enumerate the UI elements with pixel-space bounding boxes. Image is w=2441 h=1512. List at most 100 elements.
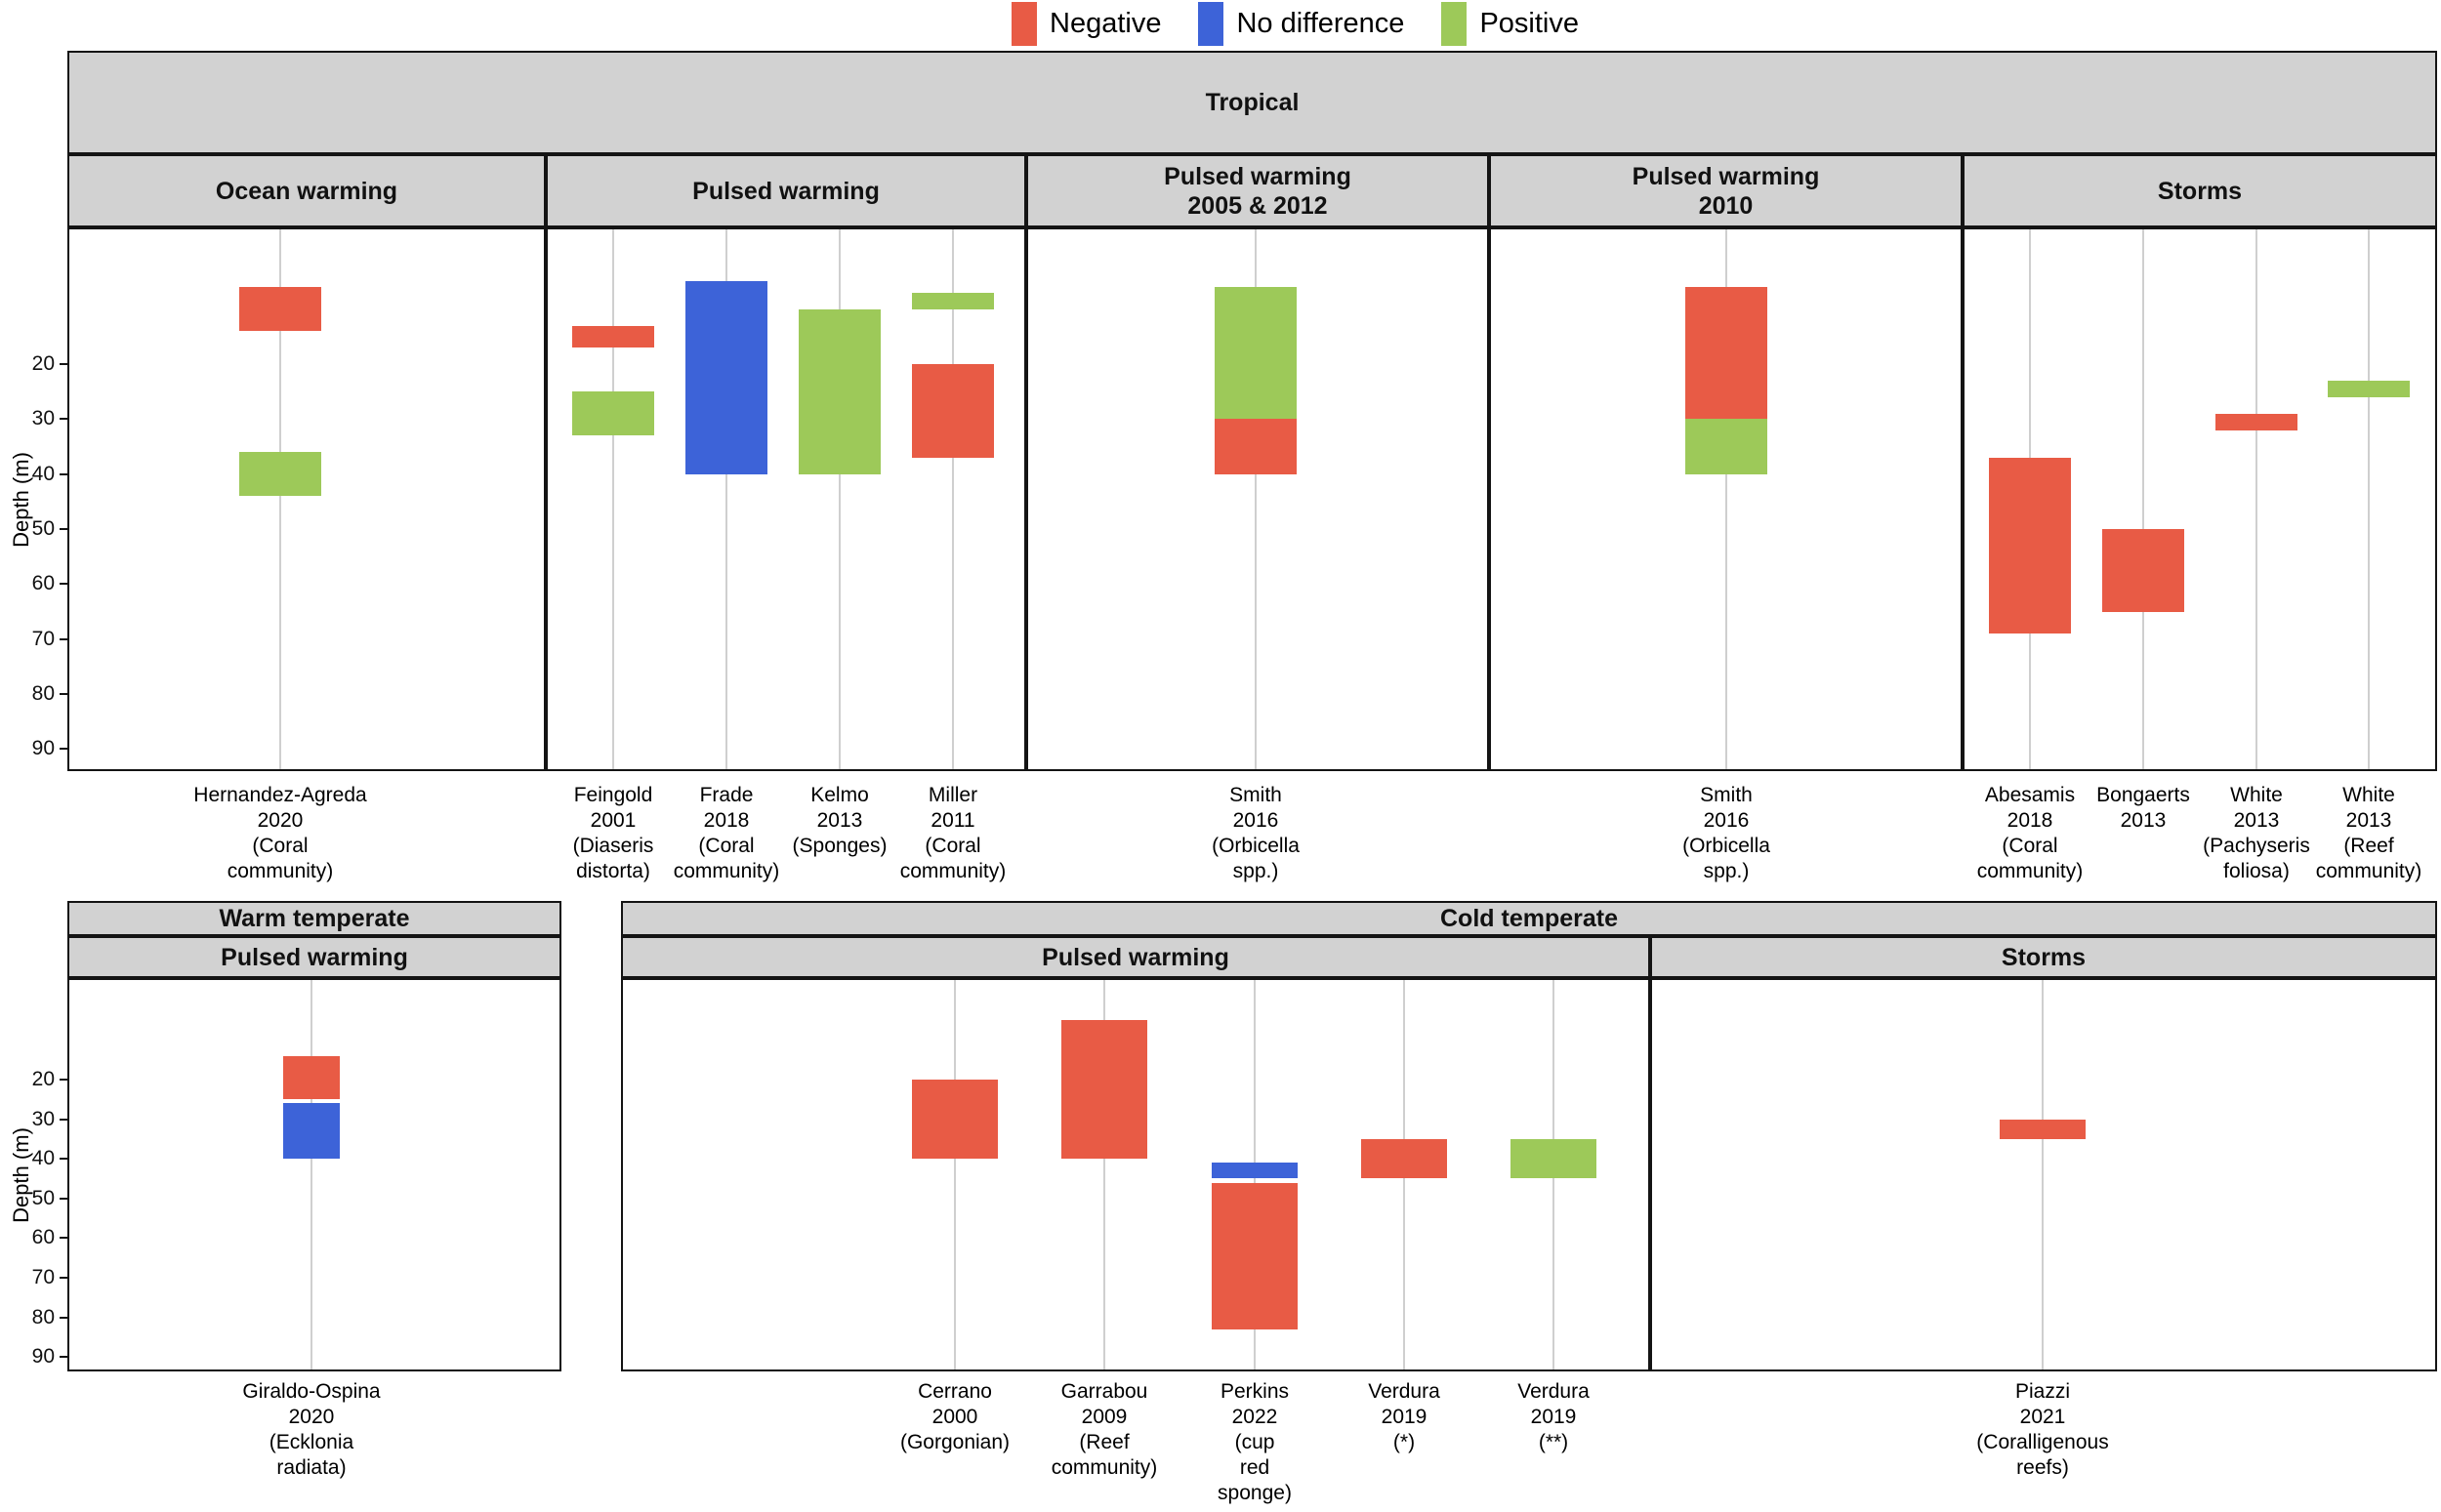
disturbance-strip-label: Ocean warming: [215, 177, 398, 205]
study-label-line: (Orbicella: [1212, 835, 1300, 857]
study-gridline: [839, 229, 841, 769]
y-tick-mark: [60, 528, 67, 531]
study-gridline: [279, 229, 281, 769]
disturbance-strip-label: Pulsed warming: [221, 943, 408, 971]
study-gridline: [725, 229, 727, 769]
study-label-line: community): [2315, 860, 2422, 882]
study-label-line: (Coral: [2002, 835, 2058, 857]
study-label-line: red: [1239, 1456, 1270, 1479]
study-gridline: [1103, 980, 1105, 1369]
study-label-line: (Coral: [252, 835, 309, 857]
depth-range-bar: [1215, 287, 1297, 420]
climate-strip: Warm temperate: [67, 901, 561, 936]
disturbance-strip-label: Pulsed warming: [1042, 943, 1229, 971]
depth-range-bar: [685, 281, 767, 474]
study-gridline: [2142, 229, 2144, 769]
y-tick-label: 70: [31, 1266, 55, 1288]
y-tick-label: 30: [31, 407, 55, 430]
y-tick-label: 30: [31, 1107, 55, 1130]
depth-range-bar: [572, 391, 654, 436]
study-label-line: (Pachyseris: [2203, 835, 2310, 857]
study-gridline: [1255, 229, 1257, 769]
climate-strip: Tropical: [67, 51, 2437, 154]
legend-swatch-icon: [1012, 2, 1037, 46]
depth-range-bar: [2328, 380, 2410, 397]
study-label-line: community): [673, 860, 780, 882]
y-tick-mark: [60, 363, 67, 365]
depth-range-bar: [1215, 419, 1297, 474]
depth-range-bar: [239, 287, 321, 332]
y-tick-label: 20: [31, 352, 55, 375]
y-tick-label: 90: [31, 737, 55, 760]
study-label-line: (Ecklonia: [269, 1431, 354, 1453]
panel: [546, 227, 1026, 771]
panel: [1963, 227, 2437, 771]
study-label-line: Verdura: [1368, 1380, 1440, 1403]
depth-range-bar: [912, 292, 994, 309]
study-label-line: 2013: [2233, 809, 2280, 832]
y-axis-title: Depth (m): [9, 1126, 33, 1223]
disturbance-strip: Ocean warming: [67, 154, 546, 227]
study-label-line: 2018: [703, 809, 750, 832]
panel: [1650, 978, 2437, 1371]
y-tick-label: 60: [31, 1226, 55, 1249]
study-label: Perkins 2022 (cup red sponge): [1218, 1379, 1292, 1506]
depth-range-bar: [283, 1103, 340, 1160]
y-tick-mark: [60, 748, 67, 751]
study-label-line: White: [2342, 784, 2395, 806]
depth-range-bar: [1989, 457, 2071, 634]
study-label-line: 2011: [931, 809, 975, 832]
study-gridline: [310, 980, 312, 1369]
y-tick-label: 70: [31, 627, 55, 650]
study-label-line: 2022: [1231, 1406, 1278, 1428]
study-label-line: 2020: [257, 809, 304, 832]
depth-range-bar: [572, 325, 654, 348]
study-label-line: 2013: [2345, 809, 2392, 832]
climate-strip-label: Warm temperate: [219, 905, 410, 932]
depth-range-bar: [1685, 287, 1767, 420]
climate-strip-label: Cold temperate: [1440, 905, 1618, 932]
y-tick-mark: [60, 1356, 67, 1359]
disturbance-strip: Pulsed warming: [621, 936, 1650, 978]
disturbance-strip-label: Pulsed warming: [1164, 162, 1351, 190]
y-tick-mark: [60, 1197, 67, 1200]
y-tick-mark: [60, 1277, 67, 1279]
y-tick-label: 40: [31, 462, 55, 485]
disturbance-strip-label: Pulsed warming: [1632, 162, 1820, 190]
panel: [67, 978, 561, 1371]
study-label-line: (*): [1392, 1431, 1416, 1453]
study-label: White 2013 (Reef community): [2316, 783, 2422, 884]
study-label-line: (cup: [1234, 1431, 1275, 1453]
study-label-line: Perkins: [1220, 1380, 1290, 1403]
disturbance-strip-label: Storms: [2157, 177, 2243, 205]
legend-swatch-icon: [1198, 2, 1224, 46]
study-label-line: (Orbicella: [1682, 835, 1770, 857]
y-tick-mark: [60, 693, 67, 696]
study-label-line: (Reef: [2343, 835, 2394, 857]
depth-range-bar: [1685, 419, 1767, 474]
study-label-line: Piazzi: [2014, 1380, 2071, 1403]
y-tick-mark: [60, 637, 67, 640]
study-label-line: Smith: [1229, 784, 1282, 806]
depth-range-bar: [1212, 1182, 1298, 1329]
study-gridline: [2255, 229, 2257, 769]
study-label-line: 2016: [1232, 809, 1279, 832]
y-tick-label: 80: [31, 682, 55, 706]
y-tick-label: 60: [31, 572, 55, 595]
study-label-line: Kelmo: [810, 784, 869, 806]
y-tick-mark: [60, 1237, 67, 1240]
depth-range-bar: [799, 308, 881, 474]
y-tick-label: 20: [31, 1068, 55, 1090]
study-gridline: [612, 229, 614, 769]
study-label-line: Smith: [1700, 784, 1753, 806]
study-label-line: (Gorgonian): [899, 1431, 1011, 1453]
study-label-line: sponge): [1218, 1482, 1292, 1504]
